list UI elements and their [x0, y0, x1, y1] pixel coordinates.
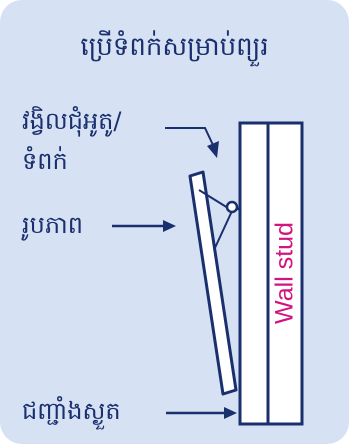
hook-icon: [225, 200, 239, 214]
screw-hook-leader: [165, 127, 214, 146]
hook-shank: [235, 206, 242, 212]
hanging-wire: [198, 189, 229, 209]
label-drywall: ជញ្ជាំងស្ងួត: [22, 397, 121, 425]
label-hook: ទំពក់: [22, 147, 68, 175]
label-picture: រូបភាព: [22, 211, 83, 239]
wall-stud-label: Wall stud: [271, 222, 299, 324]
screw-hook-arrowhead: [207, 141, 219, 158]
picture-arrowhead: [163, 220, 176, 232]
drywall-panel: [238, 121, 270, 426]
hanging-wire-lower: [213, 210, 233, 251]
diagram-title: ប្រើទំពក់សម្រាប់ព្យួរ: [80, 32, 269, 62]
picture-frame: [188, 170, 238, 396]
wall-stud: [266, 121, 304, 426]
drywall-arrowhead: [224, 407, 237, 419]
label-screw-hook: វង្វិលជុំអូតូ/: [22, 107, 122, 135]
